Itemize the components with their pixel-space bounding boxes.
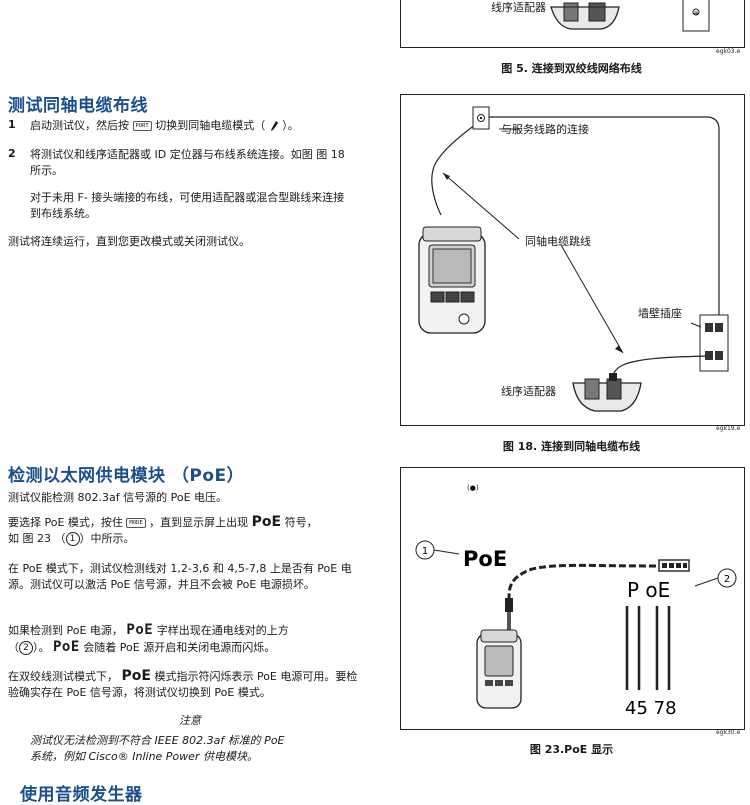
step-text: 将测试仪和线序适配器或 ID 定位器与布线系统连接。如图 图 18 所示。 [30,148,345,177]
pair-bars [625,606,671,690]
fig18-wall-label: 墙壁插座 [638,307,682,320]
audio-heading: 使用音频发生器 [20,785,143,805]
poe-detect-text: 如果检测到 PoE 电源， PoE 字样出现在通电线对的上方 （2）。 PoE … [8,622,289,655]
fig18-coax-label: 同轴电缆跳线 [525,235,591,248]
callout-1-icon: 1 [65,532,80,546]
figure-23-illustration: (●) 1 PoE 2 P oE [415,484,737,719]
service-outlet-icon [472,106,490,130]
fig23-caption: 图 23.PoE 显示 [529,743,614,756]
figure-5-illustration: ⊕ [550,0,710,32]
fig5-id: egk03.e [716,48,741,55]
coax-heading: 测试同轴电缆布线 [8,96,148,116]
poe-segment-glyph: PoE [53,639,80,655]
wiremap-adapter-icon [572,373,642,412]
poe-symbol: PoE [121,668,151,684]
fig18-id: egk19.e [716,425,741,432]
poe-intro: 测试仪能检测 802.3af 信号源的 PoE 电压。 [8,491,228,504]
coax-mode-icon [270,121,278,131]
mode-key-icon: MODE [126,518,146,528]
figure-18-box: 与服务线路的连接 同轴电缆跳线 墙壁插座 线序适配器 [400,94,745,426]
wall-outlet-icon [699,314,729,372]
tester-device-icon [476,629,522,709]
figure-18-illustration [418,106,729,412]
coax-run-text: 测试将连续运行，直到您更改模式或关闭测试仪。 [8,235,250,248]
poe-segment-glyph: PoE [126,622,154,638]
callout-2-icon: 2 [19,641,33,655]
coax-step-2-note: 对于未用 F- 接头端接的布线，可使用适配器或混合型跳线来连接到布线系统。 [30,191,345,220]
step-number: 2 [8,147,16,160]
fig23-id: egk30.e [716,729,741,736]
step-number: 1 [8,118,16,131]
coax-step-1: 1 启动测试仪，然后按 PORT 切换到同轴电缆模式（ ）。 [8,118,373,134]
svg-text:45 78: 45 78 [625,698,677,719]
fig18-adapter-label: 线序适配器 [501,385,556,398]
coax-step-2: 2 将测试仪和线序适配器或 ID 定位器与布线系统连接。如图 图 18 所示。 [8,147,358,179]
svg-text:⊕: ⊕ [693,10,698,17]
fig18-caption: 图 18. 连接到同轴电缆布线 [502,440,641,453]
poe-twisted-text: 在双绞线测试模式下， PoE 模式指示符闪烁表示 PoE 电源可用。要检验确实存… [8,668,358,699]
port-key-icon: PORT [132,121,152,131]
wiremap-adapter-icon [550,2,620,30]
note-text-line-1: 测试仪无法检测到不符合 IEEE 802.3af 标准的 PoE [30,734,285,747]
figure-5-box: ⊕ 线序适配器 [400,0,745,48]
figure-23-box: (●) 1 PoE 2 P oE [400,467,745,730]
svg-text:P oE: P oE [627,578,670,602]
poe-mode-text: 在 PoE 模式下，测试仪检测线对 1,2-3,6 和 4,5-7,8 上是否有… [8,562,352,591]
fig5-caption: 图 5. 连接到双绞线网络布线 [501,62,642,75]
note-title: 注意 [179,714,201,727]
tone-icon: (●) [467,484,479,492]
fig18-service-label: 与服务线路的连接 [501,123,589,136]
fig5-adapter-label: 线序适配器 [491,1,546,14]
wall-plate-icon: ⊕ [682,0,710,32]
step-text: 启动测试仪，然后按 PORT 切换到同轴电缆模式（ ）。 [30,119,299,132]
svg-text:PoE: PoE [463,547,507,571]
tester-device-icon [418,226,486,334]
poe-symbol: PoE [251,514,282,530]
svg-text:2: 2 [724,574,730,585]
battery-icon [658,559,690,572]
poe-heading: 检测以太网供电模块 （PoE） [8,466,245,486]
svg-text:1: 1 [422,546,428,557]
poe-select-text: 要选择 PoE 模式，按住 MODE ，直到显示屏上出现 PoE 符号， 如 图… [8,514,318,546]
note-text-line-2: 系统，例如 Cisco® Inline Power 供电模块。 [30,750,258,763]
